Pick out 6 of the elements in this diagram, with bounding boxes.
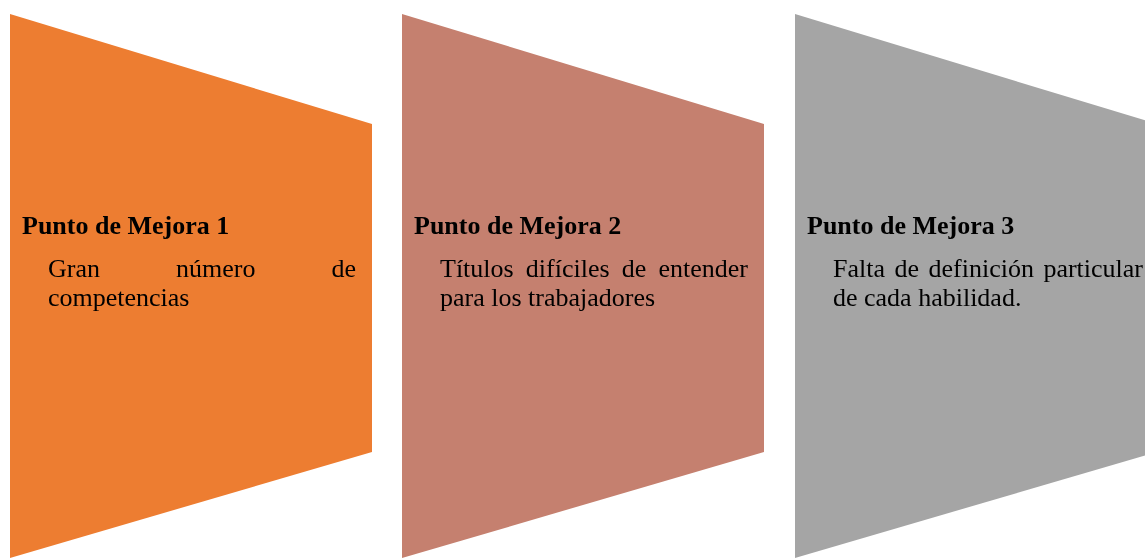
description: Gran número de competencias xyxy=(48,254,356,312)
description: Falta de definición particular de cada habilidad. xyxy=(833,254,1143,312)
heading: Punto de Mejora 1 xyxy=(22,211,230,241)
heading: Punto de Mejora 2 xyxy=(414,211,622,241)
description: Títulos difíciles de entender para los trabajadores xyxy=(440,254,748,312)
heading: Punto de Mejora 3 xyxy=(807,211,1015,241)
